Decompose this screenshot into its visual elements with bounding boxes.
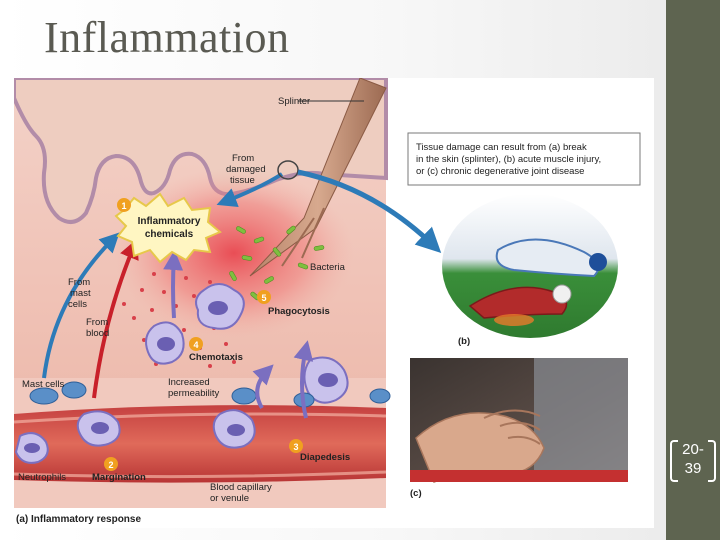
label-chemicals-line2: chemicals (145, 229, 194, 240)
label-from-damaged-2: damaged (226, 164, 266, 175)
label-from-mast-3: cells (68, 299, 87, 310)
caption-panel-b: (b) (458, 336, 470, 347)
callout-line-3: or (c) chronic degenerative joint diseas… (416, 166, 584, 177)
page-number-bracket-right (708, 440, 716, 482)
label-mast-cells: Mast cells (22, 379, 64, 390)
page-number-badge: 20-39 (670, 436, 716, 484)
label-capillary-1: Blood capillary (210, 482, 272, 493)
label-chemotaxis: Chemotaxis (189, 352, 243, 363)
label-splinter: Splinter (278, 96, 310, 107)
label-from-damaged-1: From (232, 153, 254, 164)
label-from-blood-1: From (86, 317, 108, 328)
callout-box: Tissue damage can result from (a) break … (408, 133, 640, 185)
label-from-damaged-3: tissue (230, 175, 255, 186)
caption-panel-a: (a) Inflammatory response (16, 514, 141, 525)
label-permeability-1: Increased (168, 377, 210, 388)
label-chemicals-line1: Inflammatory (138, 216, 201, 227)
panel-b-sports-image: (b) (442, 194, 618, 347)
label-from-mast-1: From (68, 277, 90, 288)
step-number-2: 2 (108, 460, 113, 470)
step-number-1: 1 (121, 201, 126, 211)
step-number-5: 5 (261, 293, 266, 303)
label-from-mast-2: mast (70, 288, 91, 299)
label-permeability-2: permeability (168, 388, 219, 399)
label-bacteria: Bacteria (310, 262, 346, 273)
step-number-4: 4 (193, 340, 198, 350)
label-capillary-2: or venule (210, 493, 249, 504)
page-number-bracket-left (670, 440, 678, 482)
label-margination: Margination (92, 472, 146, 483)
step-number-3: 3 (293, 442, 298, 452)
label-phagocytosis: Phagocytosis (268, 306, 330, 317)
callout-line-2: in the skin (splinter), (b) acute muscle… (416, 154, 601, 165)
label-diapedesis: Diapedesis (300, 452, 350, 463)
label-from-blood-2: blood (86, 328, 109, 339)
label-neutrophils: Neutrophils (18, 472, 66, 483)
caption-panel-c: (c) (410, 488, 422, 499)
inflammation-figure: Inflammatory chemicals 1 2 3 4 5 Splinte… (14, 78, 654, 528)
callout-line-1: Tissue damage can result from (a) break (416, 142, 587, 153)
inflammation-diagram: Inflammatory chemicals 1 2 3 4 5 Splinte… (14, 78, 654, 528)
page-number: 20-39 (678, 440, 708, 478)
slide-title: Inflammation (44, 12, 290, 63)
panel-c-joint-photo: (c) (410, 358, 628, 499)
